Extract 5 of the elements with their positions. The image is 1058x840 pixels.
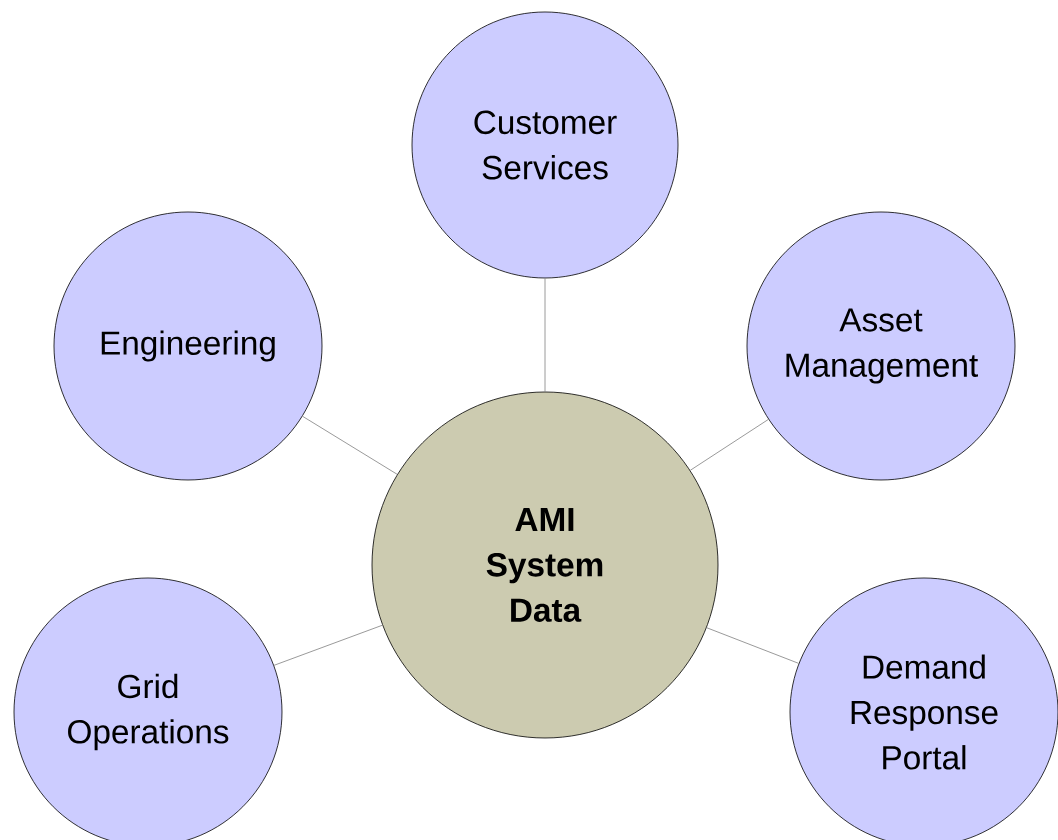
connector-line bbox=[544, 278, 546, 392]
connector-line bbox=[302, 415, 398, 475]
connector-line bbox=[273, 624, 383, 666]
connector-line bbox=[689, 419, 769, 471]
connector-line bbox=[706, 627, 800, 664]
